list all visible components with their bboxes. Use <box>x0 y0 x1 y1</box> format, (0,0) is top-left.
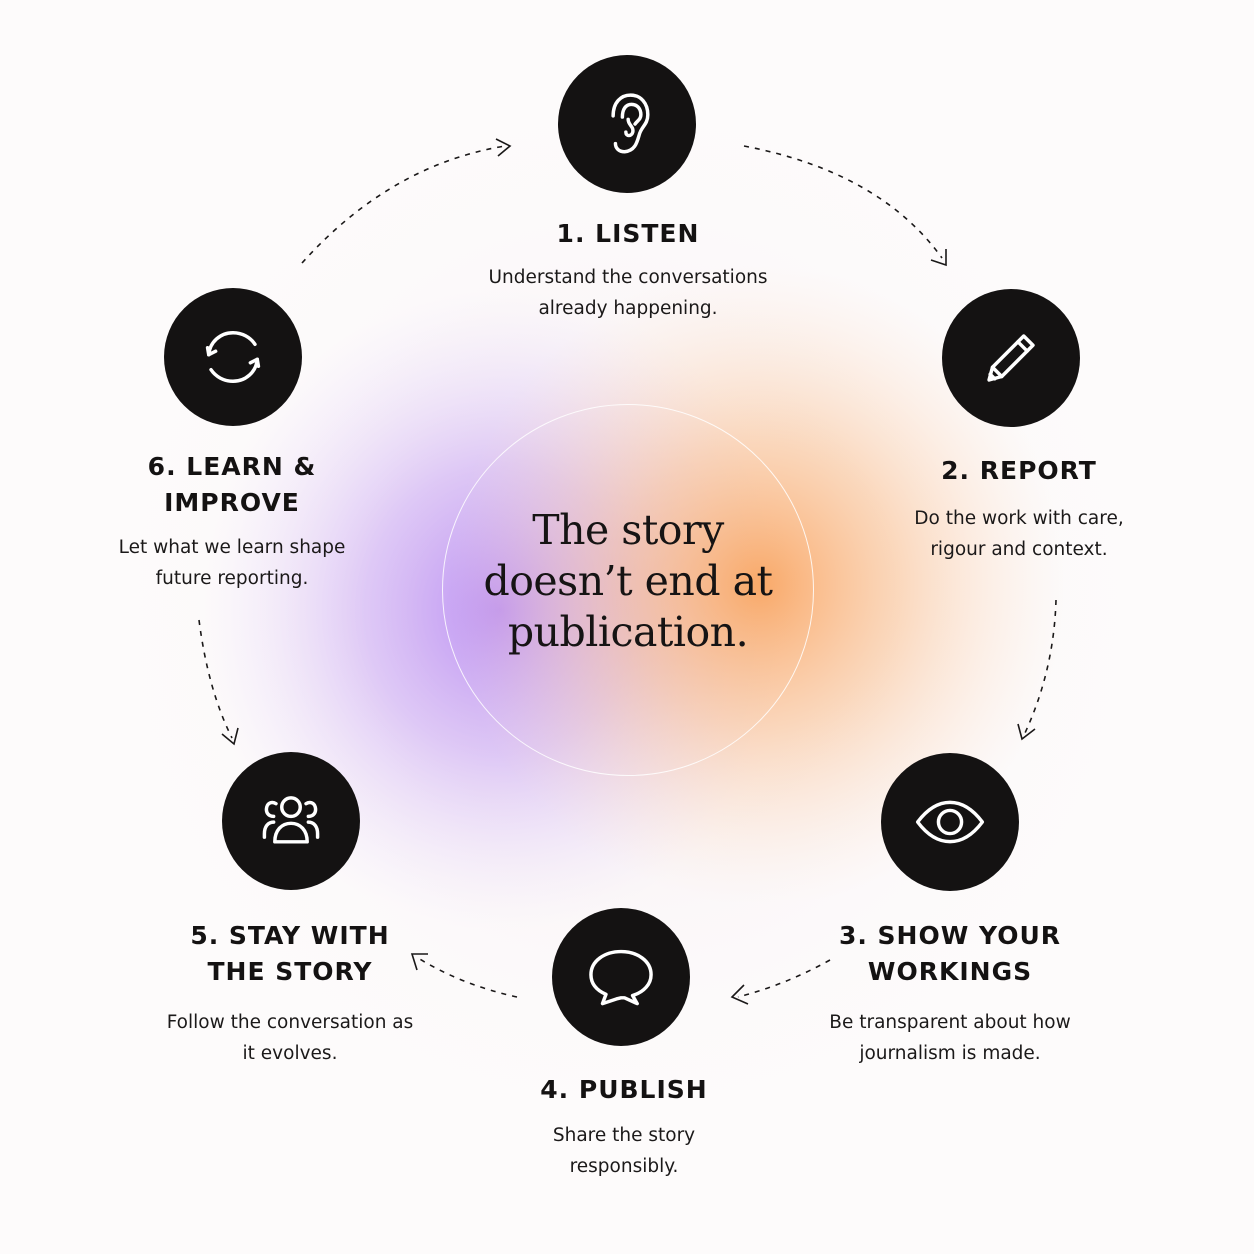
center-statement: The story doesn’t end at publication. <box>483 506 773 656</box>
step-6-title: 6. LEARN & IMPROVE <box>147 452 317 517</box>
step-3-description: Be transparent about how journalism is m… <box>829 1012 1071 1064</box>
speech-bubble-icon <box>552 908 690 1046</box>
eye-icon <box>881 753 1019 891</box>
step-5-description: Follow the conversation as it evolves. <box>166 1012 414 1064</box>
step-3-title: 3. SHOW YOUR WORKINGS <box>838 921 1062 986</box>
step-5-title: 5. STAY WITH THE STORY <box>190 921 390 986</box>
step-1-title: 1. LISTEN <box>556 219 700 248</box>
step-2-description: Do the work with care, rigour and contex… <box>914 508 1124 560</box>
step-1-description: Understand the conversations already hap… <box>488 267 768 319</box>
cycle-arrows-icon <box>164 288 302 426</box>
step-6-description: Let what we learn shape future reporting… <box>118 537 346 589</box>
people-group-icon <box>222 752 360 890</box>
ear-icon <box>558 55 696 193</box>
pencil-icon <box>942 289 1080 427</box>
step-4-description: Share the story responsibly. <box>552 1125 696 1177</box>
step-2-title: 2. REPORT <box>941 456 1097 485</box>
step-4-title: 4. PUBLISH <box>540 1075 708 1104</box>
center-ring <box>442 404 814 776</box>
